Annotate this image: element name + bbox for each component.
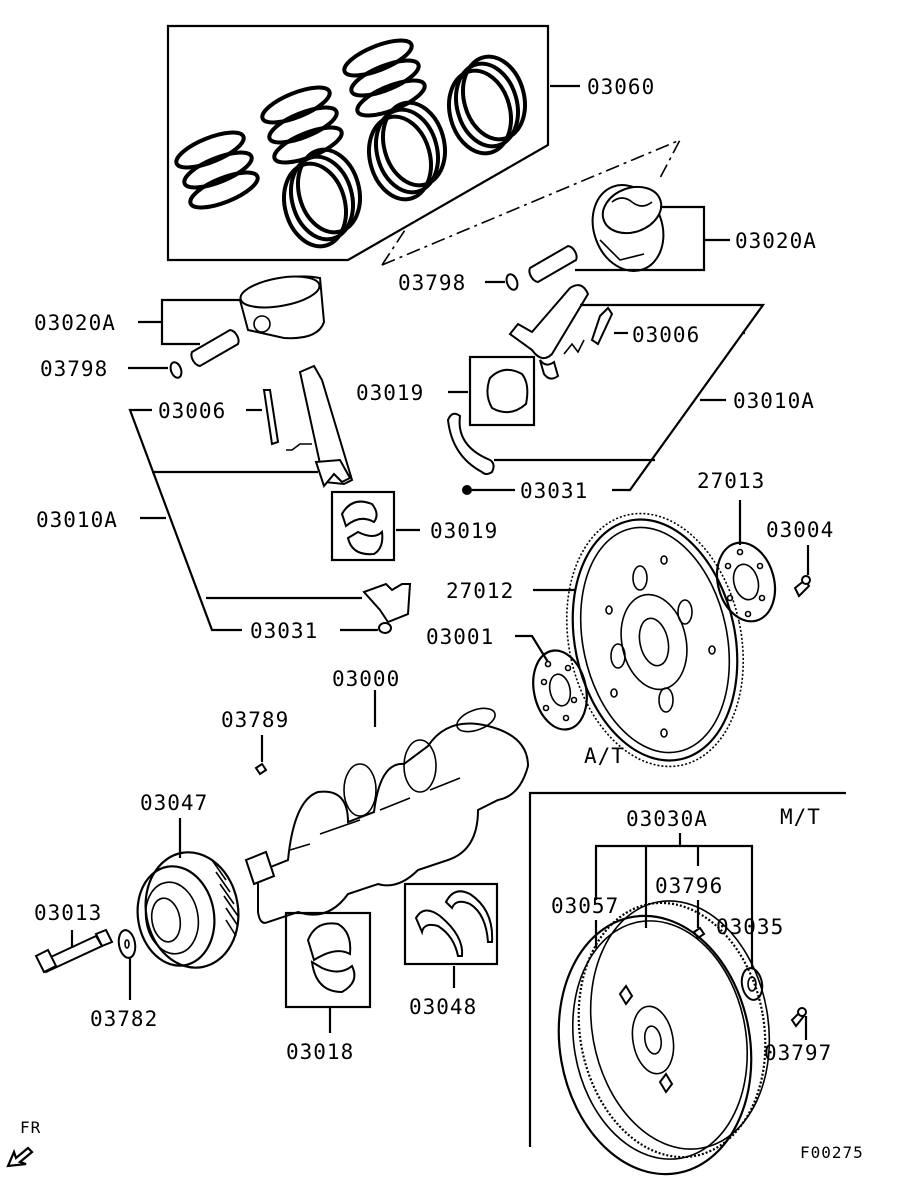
rod-bearing-right-box bbox=[468, 355, 536, 427]
flywheel-mt[interactable] bbox=[539, 887, 789, 1187]
rod-bearing-left[interactable] bbox=[340, 500, 384, 556]
label-03000[interactable]: 03000 bbox=[332, 667, 400, 691]
label-03030A[interactable]: 03030A bbox=[626, 807, 708, 831]
main-bearing[interactable] bbox=[306, 922, 356, 994]
label-03789[interactable]: 03789 bbox=[221, 708, 289, 732]
mt-section-border bbox=[528, 791, 846, 1147]
label-03019-right[interactable]: 03019 bbox=[356, 381, 424, 405]
label-03010A-left[interactable]: 03010A bbox=[36, 508, 118, 532]
label-03020A-right[interactable]: 03020A bbox=[735, 229, 817, 253]
label-03013[interactable]: 03013 bbox=[34, 901, 102, 925]
conrod-right[interactable] bbox=[508, 284, 590, 380]
label-03047[interactable]: 03047 bbox=[140, 791, 208, 815]
label-03796[interactable]: 03796 bbox=[655, 874, 723, 898]
label-03010A-right[interactable]: 03010A bbox=[733, 389, 815, 413]
section-label-at: A/T bbox=[584, 744, 625, 768]
label-03035[interactable]: 03035 bbox=[716, 915, 784, 939]
snap-ring-right bbox=[505, 273, 519, 291]
label-03782[interactable]: 03782 bbox=[90, 1007, 158, 1031]
front-arrow-icon bbox=[6, 1146, 34, 1168]
label-03798-right[interactable]: 03798 bbox=[398, 271, 466, 295]
thrust-bearing-box bbox=[403, 882, 499, 966]
label-03057[interactable]: 03057 bbox=[551, 894, 619, 918]
label-03006-left[interactable]: 03006 bbox=[158, 399, 226, 423]
label-03019-left[interactable]: 03019 bbox=[430, 519, 498, 543]
rod-bearing-left-box bbox=[330, 490, 396, 562]
rod-cap-left bbox=[362, 582, 412, 624]
label-03031-left[interactable]: 03031 bbox=[250, 619, 318, 643]
label-03001[interactable]: 03001 bbox=[426, 625, 494, 649]
rod-bolt-right bbox=[563, 306, 614, 355]
large-rings-3 bbox=[447, 54, 527, 156]
direction-label: FR bbox=[20, 1118, 41, 1137]
figure-code: F00275 bbox=[800, 1143, 864, 1162]
section-label-mt: M/T bbox=[780, 805, 821, 829]
rod-cap-right bbox=[446, 412, 495, 475]
label-03060[interactable]: 03060 bbox=[587, 75, 655, 99]
thrust-bearing[interactable] bbox=[414, 890, 494, 957]
label-03031-right[interactable]: 03031 bbox=[520, 479, 588, 503]
flywheel-bolt-mt[interactable] bbox=[790, 1007, 807, 1028]
piston-ring-set[interactable] bbox=[166, 24, 550, 262]
rod-bolt-left bbox=[262, 389, 312, 451]
conrod-left[interactable] bbox=[298, 364, 354, 489]
crankshaft[interactable] bbox=[244, 704, 530, 924]
flywheel-plate-27013[interactable] bbox=[709, 536, 784, 628]
label-03797[interactable]: 03797 bbox=[764, 1041, 832, 1065]
label-03006-right[interactable]: 03006 bbox=[632, 323, 700, 347]
main-bearing-box bbox=[284, 911, 372, 1009]
ring-to-piston-dashes bbox=[381, 138, 682, 266]
pulley-bolt[interactable] bbox=[34, 928, 114, 974]
large-rings-1 bbox=[282, 147, 362, 249]
label-03020A-left[interactable]: 03020A bbox=[34, 311, 116, 335]
piston-pin-right bbox=[528, 244, 578, 284]
thin-rings-1 bbox=[174, 130, 260, 210]
label-03004[interactable]: 03004 bbox=[766, 518, 834, 542]
piston-pin-left bbox=[190, 328, 240, 368]
rod-nut-right bbox=[462, 485, 472, 495]
label-27013[interactable]: 27013 bbox=[697, 469, 765, 493]
pulley-washer[interactable] bbox=[117, 929, 138, 959]
rod-nut-left bbox=[378, 622, 392, 634]
label-03018[interactable]: 03018 bbox=[286, 1040, 354, 1064]
piston-right[interactable] bbox=[581, 175, 675, 281]
adapter-plate-03001[interactable] bbox=[526, 645, 593, 734]
drive-plate[interactable] bbox=[544, 497, 765, 783]
bolt-03004[interactable] bbox=[793, 575, 811, 598]
large-rings-2 bbox=[367, 100, 447, 202]
piston-left[interactable] bbox=[238, 271, 326, 340]
thin-rings-2 bbox=[260, 85, 344, 165]
snap-ring-left bbox=[169, 361, 183, 379]
rod-bearing-right[interactable] bbox=[486, 368, 529, 414]
label-03798-left[interactable]: 03798 bbox=[40, 357, 108, 381]
crank-key bbox=[254, 762, 268, 776]
label-03048[interactable]: 03048 bbox=[409, 995, 477, 1019]
thin-rings-3 bbox=[342, 38, 427, 118]
label-27012[interactable]: 27012 bbox=[446, 579, 514, 603]
damper-pulley[interactable] bbox=[130, 845, 247, 975]
